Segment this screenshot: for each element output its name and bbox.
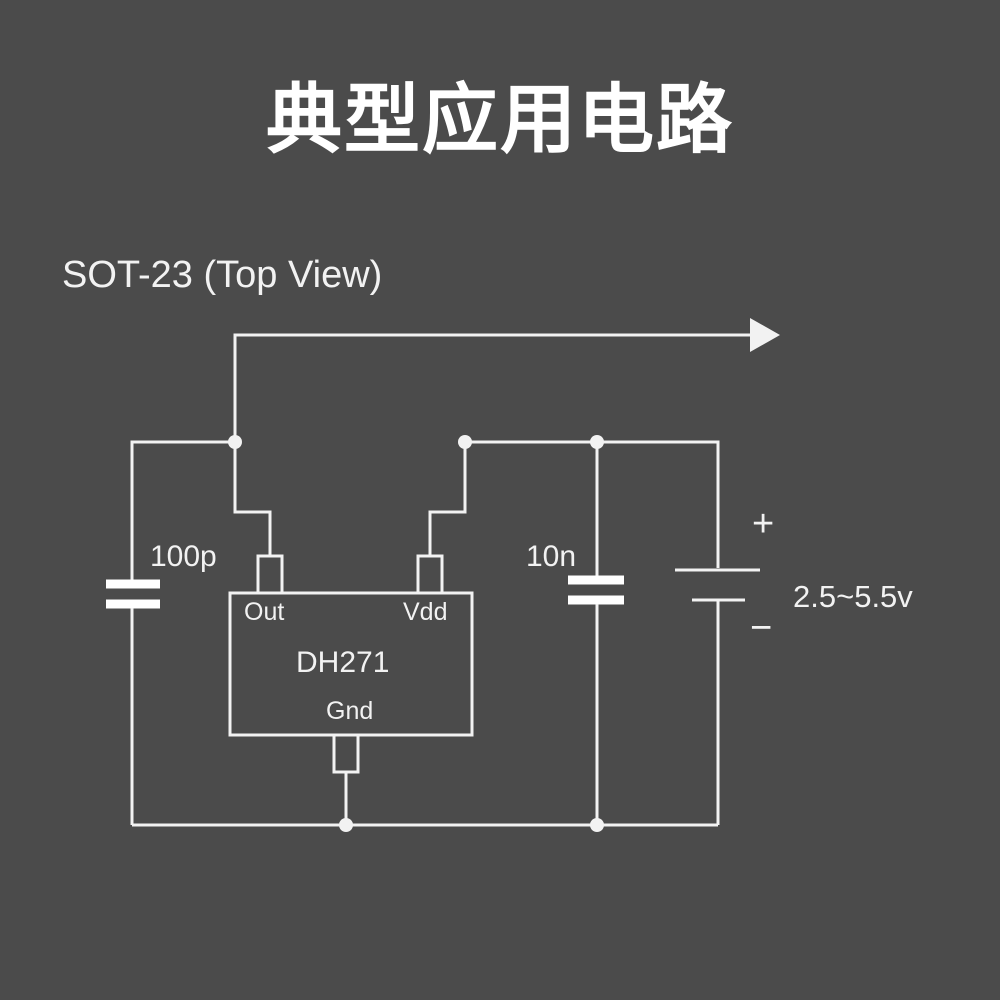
wire-out-pin xyxy=(233,442,272,556)
pin-gnd-label: Gnd xyxy=(326,697,373,725)
capacitor-10n xyxy=(568,575,624,825)
junction-dot-out xyxy=(228,435,242,449)
capacitor-100p xyxy=(106,579,160,825)
supply-voltage-label: 2.5~5.5v xyxy=(793,579,913,614)
pin-gnd xyxy=(332,733,360,774)
pin-vdd-label: Vdd xyxy=(403,598,447,626)
capacitor-10n-label: 10n xyxy=(526,540,576,573)
chip-name: DH271 xyxy=(296,646,389,679)
capacitor-100p-label: 100p xyxy=(150,540,217,573)
junction-dot-10n-bottom xyxy=(590,818,604,832)
wire-out-node xyxy=(130,440,235,580)
junction-dot-10n-top xyxy=(590,435,604,449)
battery-symbol xyxy=(675,568,760,825)
page-title: 典型应用电路 xyxy=(266,75,734,164)
junction-dot-vdd xyxy=(458,435,472,449)
package-label: SOT-23 (Top View) xyxy=(62,254,382,296)
output-signal-arrow xyxy=(233,318,780,442)
battery-minus-sign: − xyxy=(750,607,772,649)
pin-out-label: Out xyxy=(244,598,284,626)
pin-out xyxy=(256,554,284,595)
battery-plus-sign: + xyxy=(752,503,774,545)
wire-vdd-pin xyxy=(428,440,720,568)
junction-dot-gnd xyxy=(339,818,353,832)
pin-vdd xyxy=(416,554,444,595)
